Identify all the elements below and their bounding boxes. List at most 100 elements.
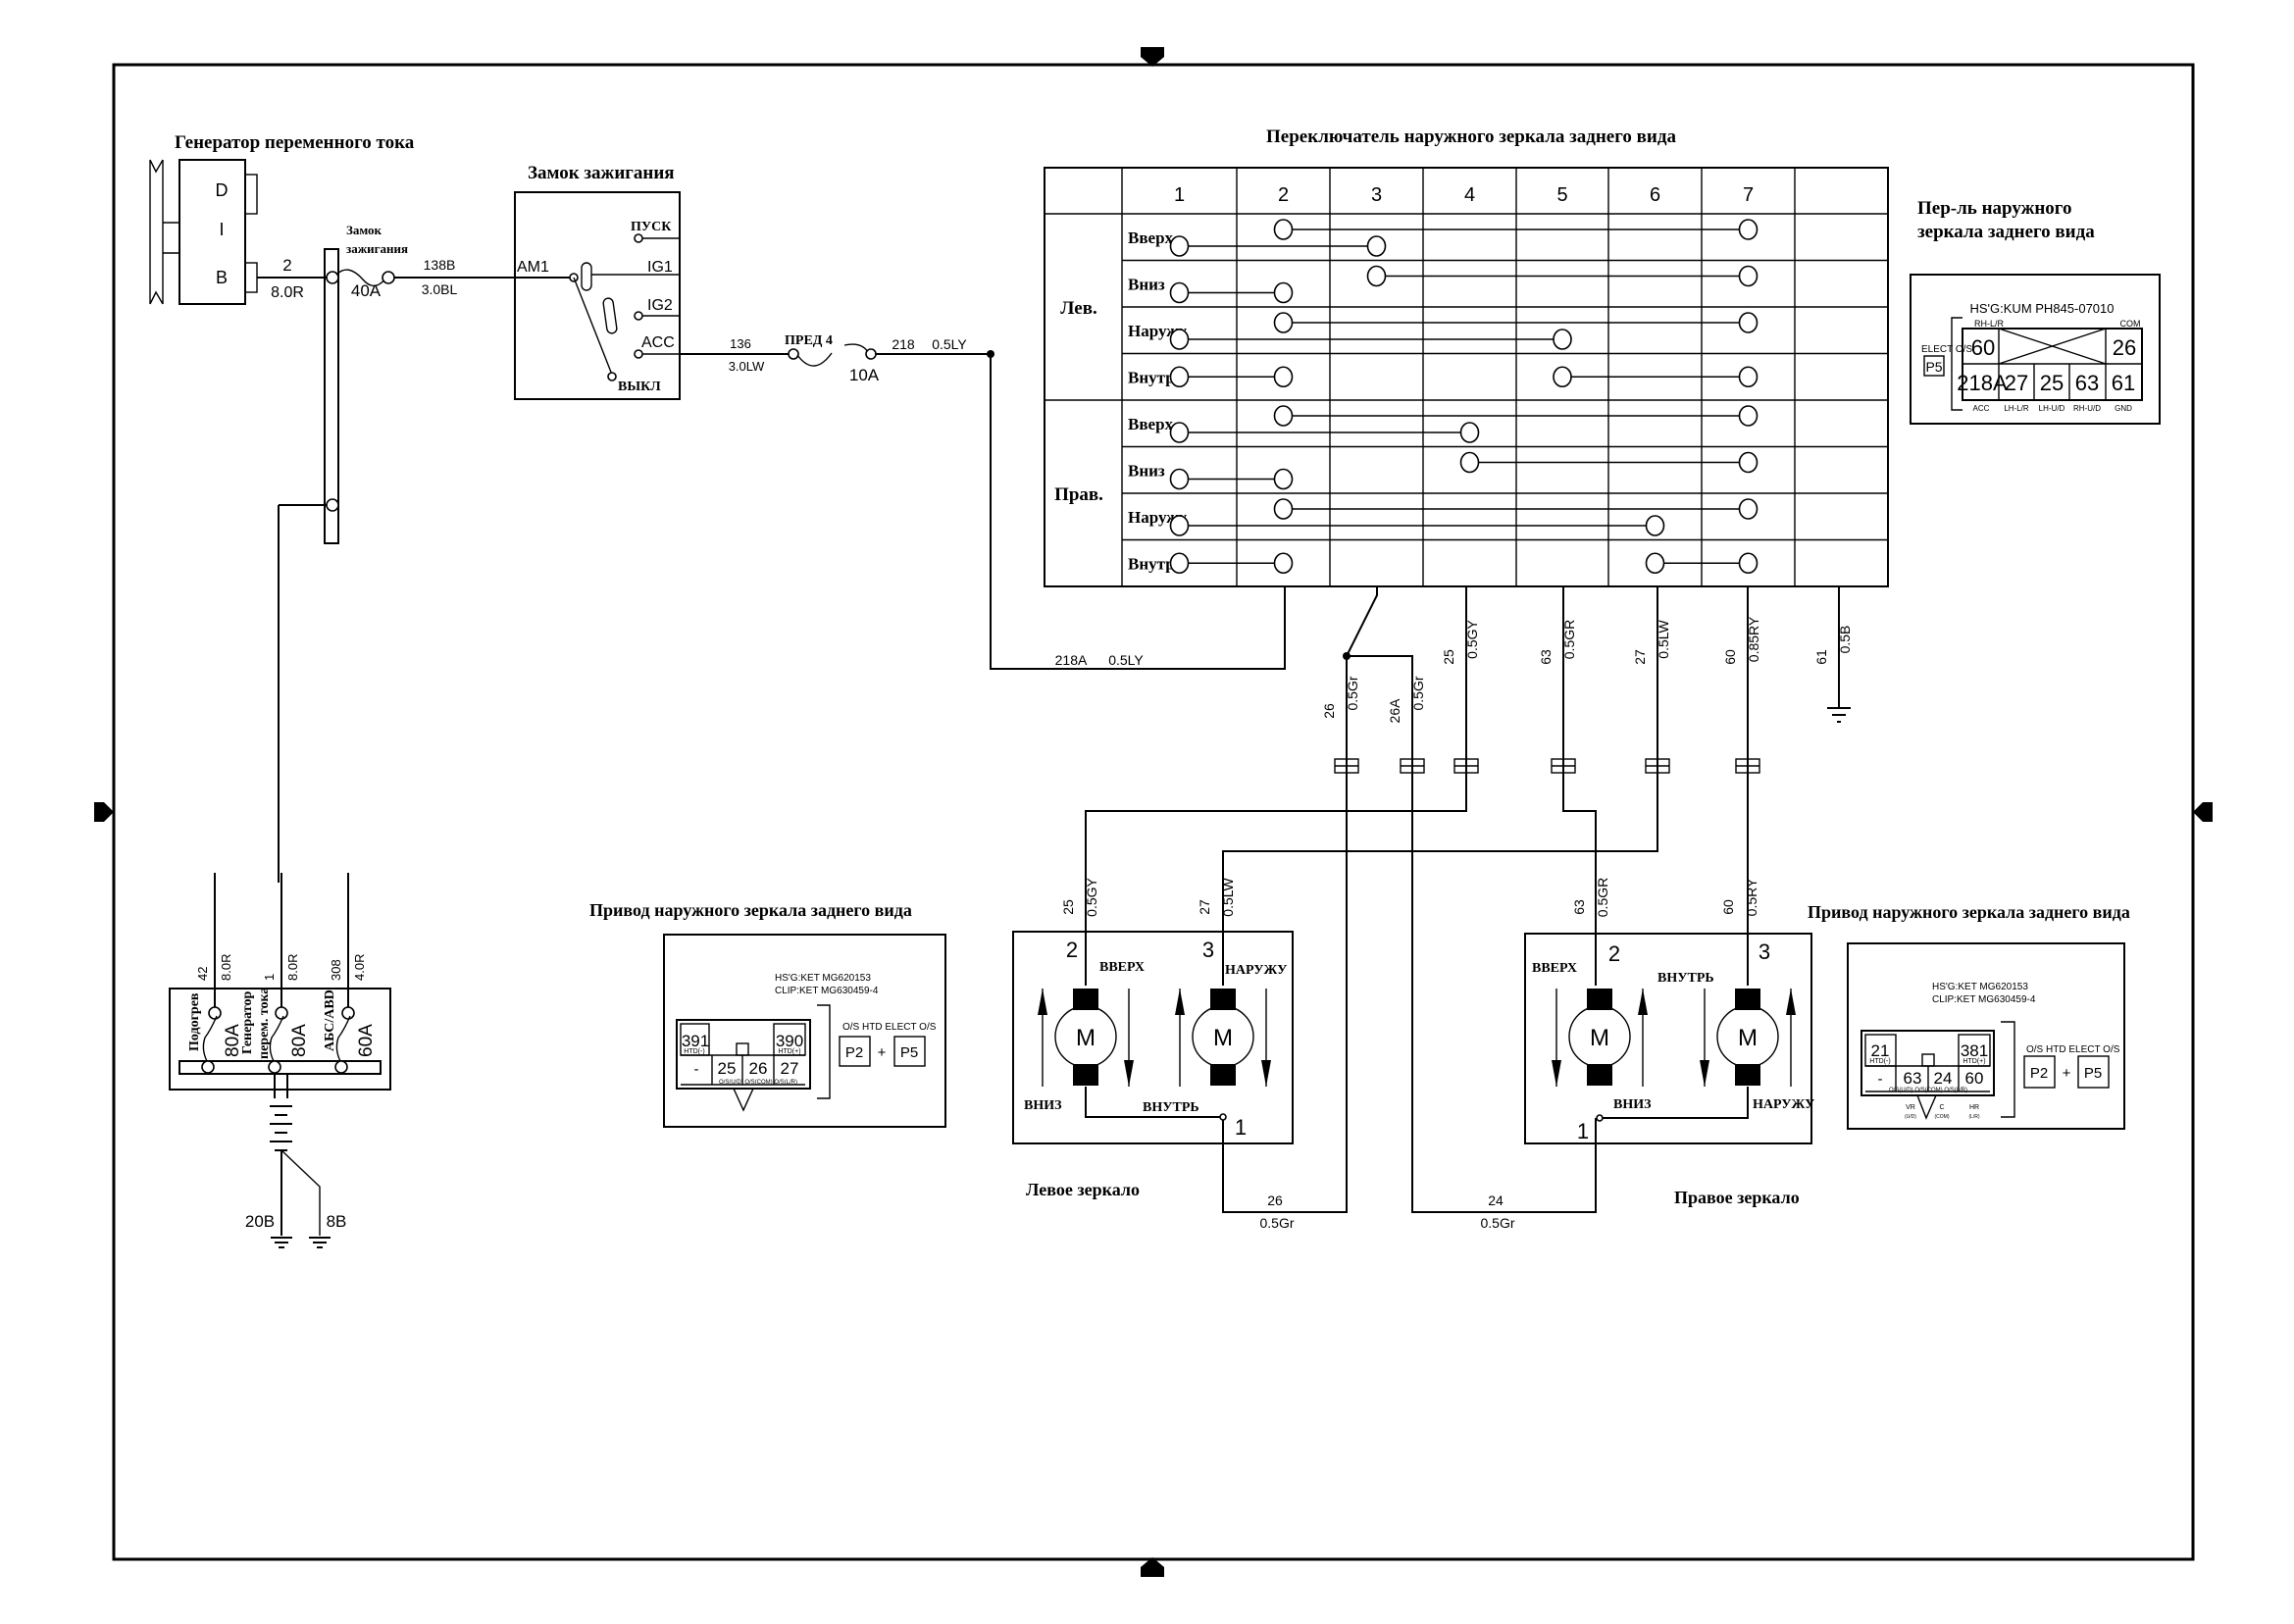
wire-spec-label: 0.5LW — [1656, 620, 1671, 659]
switch-contact — [1738, 366, 1759, 388]
wire-spec-label: 0.5GY — [1084, 878, 1099, 917]
right-pin-3: 3 — [1759, 939, 1770, 964]
right-label-in: ВНУТРЬ — [1657, 971, 1714, 986]
arrow-down-icon — [1552, 1060, 1561, 1087]
switch-contact — [1169, 366, 1190, 388]
wire-spec-label: 0.5Gr — [1345, 676, 1360, 710]
left-label-up: ВВЕРХ — [1099, 960, 1145, 975]
ground-icon — [309, 1237, 331, 1248]
wire-no-label: 26 — [1321, 703, 1337, 719]
wire-no-label: 60 — [1722, 649, 1738, 665]
left-label-in: ВНУТРЬ — [1143, 1100, 1199, 1115]
switch-row-label: Вверх — [1128, 415, 1174, 433]
pin-25: 25 — [2040, 371, 2064, 395]
wire-no-218a: 218A — [1055, 652, 1088, 668]
pin-25: 25 — [718, 1059, 737, 1078]
right-pin-1: 1 — [1577, 1119, 1589, 1143]
switch-col-header: 5 — [1556, 184, 1567, 206]
switch-output-wires — [1085, 585, 1851, 1213]
switch-contact — [1273, 281, 1294, 304]
wire-spec-label: 0.5GR — [1595, 878, 1610, 917]
switch-row-label: Вверх — [1128, 228, 1174, 247]
label-acc: ACC — [1973, 404, 1990, 413]
pin-381-sub: HTD(+) — [1963, 1058, 1985, 1065]
actuator-left-part-2: CLIP:KET MG630459-4 — [775, 986, 879, 996]
pin-218a: 218A — [1957, 371, 2008, 395]
wire-no-label: 27 — [1632, 649, 1648, 665]
wire-spec-label: 0.5Gr — [1410, 676, 1426, 710]
code-p5: P5 — [2084, 1065, 2102, 1082]
right-mirror-title: Правое зеркало — [1674, 1188, 1800, 1207]
top-center-marker-icon — [1141, 47, 1164, 67]
wire-no-label: 26A — [1387, 698, 1402, 724]
left-pin-3: 3 — [1202, 938, 1214, 962]
right-label-up: ВВЕРХ — [1532, 961, 1577, 976]
pin-390: 390 — [776, 1032, 803, 1050]
switch-contact — [1169, 515, 1190, 536]
pin-391-sub: HTD(-) — [684, 1048, 704, 1055]
main-fuse-rating: 40A — [351, 281, 382, 300]
switch-connector-part: HS'G:KUM PH845-07010 — [1970, 301, 2115, 316]
fusible-link-icon — [202, 1015, 218, 1062]
code-p2: P2 — [845, 1044, 863, 1061]
actuator-left-part-1: HS'G:KET MG620153 — [775, 973, 871, 984]
right-mirror: 2 3 1 M M ВВЕРХ ВНУТРЬ ВНИЗ НАРУЖУ — [1524, 933, 1814, 1144]
position-ig2: IG2 — [647, 297, 673, 314]
arrow-up-icon — [1175, 989, 1185, 1015]
wire-no-24-return: 24 — [1488, 1193, 1504, 1208]
left-pin-1: 1 — [1235, 1115, 1247, 1140]
wire-no-label: 61 — [1813, 649, 1829, 665]
left-motor-1: M — [1038, 989, 1134, 1087]
switch-contact — [1273, 366, 1294, 388]
motor-label: M — [1076, 1025, 1096, 1051]
right-pin-2: 2 — [1608, 941, 1620, 966]
pins-sub: O/S(U/D) O/S(COM) O/S(L/R) — [1889, 1088, 1967, 1093]
actuator-left-connector: HS'G:KET MG620153 CLIP:KET MG630459-4 39… — [663, 934, 946, 1128]
fusible-link-terminal — [341, 1006, 355, 1020]
fuse-pred4-label: ПРЕД 4 — [785, 333, 833, 348]
switch-contact — [1553, 329, 1572, 350]
label-vr: VR — [1906, 1104, 1915, 1111]
main-fuse-40a — [335, 269, 389, 287]
left-motor-2: M — [1175, 989, 1271, 1087]
terminal-b: B — [216, 268, 228, 287]
fusible-link-label: АБС/ABD — [323, 990, 337, 1051]
switch-contact — [1366, 235, 1387, 257]
switch-contact — [1169, 552, 1190, 575]
main-fuse-label-line1: Замок — [346, 223, 382, 237]
wire-spec-label: 0.5RY — [1744, 878, 1759, 916]
switch-row-label: Внутрь — [1128, 554, 1184, 573]
switch-row-label: Вниз — [1128, 275, 1165, 293]
actuator-right-part-1: HS'G:KET MG620153 — [1932, 982, 2028, 992]
right-label-out: НАРУЖУ — [1753, 1097, 1814, 1112]
pin-blank: - — [694, 1061, 699, 1078]
switch-connector: HS'G:KUM PH845-07010 RH-L/R COM 60 26 21… — [1910, 274, 2161, 425]
code-p5: P5 — [1925, 359, 1942, 375]
alternator-title: Генератор переменного тока — [175, 132, 415, 153]
pin-26: 26 — [2113, 335, 2136, 360]
fusible-link-rating: 80A — [289, 1024, 310, 1057]
bottom-center-marker-icon — [1141, 1557, 1164, 1577]
label-rh-ud: RH-U/D — [2073, 404, 2101, 413]
fusible-link-rating: 60A — [356, 1024, 377, 1057]
ground-icon — [271, 1237, 292, 1248]
switch-connector-title-1: Пер-ль наружного — [1917, 198, 2071, 219]
main-fuse-label-line2: зажигания — [346, 241, 408, 256]
label-hr: HR — [1969, 1104, 1979, 1111]
left-pin-2: 2 — [1066, 938, 1078, 962]
switch-contact — [1738, 498, 1759, 520]
actuator-right-connector: HS'G:KET MG620153 CLIP:KET MG630459-4 21… — [1847, 942, 2125, 1130]
wire-no-label: 27 — [1197, 899, 1212, 915]
wire-spec-24-return: 0.5Gr — [1480, 1215, 1514, 1231]
label-elect-os: ELECT O/S — [1921, 344, 1972, 355]
switch-contact — [1738, 265, 1759, 287]
switch-col-header: 2 — [1278, 184, 1289, 206]
wire-spec-3-0lw: 3.0LW — [729, 359, 765, 374]
fusible-link-wire-spec: 8.0R — [285, 954, 300, 981]
alternator: D I B — [149, 159, 258, 305]
fusible-link-terminal — [208, 1006, 222, 1020]
pin-63: 63 — [1904, 1069, 1922, 1088]
pin-63: 63 — [2075, 371, 2099, 395]
wire-no-label: 63 — [1571, 899, 1587, 915]
